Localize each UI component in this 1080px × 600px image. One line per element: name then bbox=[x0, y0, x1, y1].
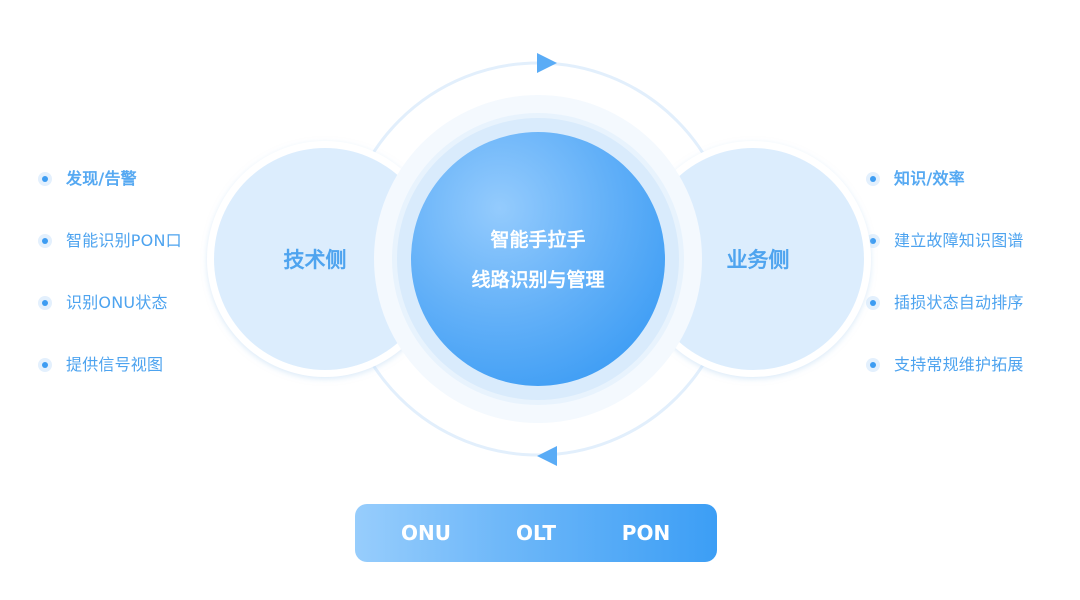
bullet-dot-icon bbox=[866, 358, 880, 372]
triangle-left-icon bbox=[537, 446, 557, 466]
network-elements-bar: ONU OLT PON bbox=[355, 504, 717, 562]
bar-item-onu: ONU bbox=[401, 521, 451, 545]
bar-item-pon: PON bbox=[621, 521, 671, 545]
list-item: 支持常规维护拓展 bbox=[866, 352, 1024, 414]
list-item-label: 提供信号视图 bbox=[66, 355, 164, 374]
business-side-label: 业务侧 bbox=[726, 248, 790, 272]
list-item: 知识/效率 bbox=[866, 166, 1024, 228]
bullet-dot-icon bbox=[38, 172, 52, 186]
center-circle bbox=[411, 132, 665, 386]
list-item-label: 识别ONU状态 bbox=[66, 293, 168, 312]
bar-item-olt: OLT bbox=[515, 521, 557, 545]
center-title-line2: 线路识别与管理 bbox=[471, 269, 605, 291]
technical-side-label: 技术侧 bbox=[283, 248, 347, 272]
list-item: 识别ONU状态 bbox=[38, 290, 182, 352]
bullet-dot-icon bbox=[38, 234, 52, 248]
bullet-dot-icon bbox=[38, 296, 52, 310]
technical-side-list: 发现/告警 智能识别PON口 识别ONU状态 提供信号视图 bbox=[38, 166, 182, 414]
list-item: 提供信号视图 bbox=[38, 352, 182, 414]
list-item-label: 支持常规维护拓展 bbox=[894, 355, 1024, 374]
business-side-list: 知识/效率 建立故障知识图谱 插损状态自动排序 支持常规维护拓展 bbox=[866, 166, 1024, 414]
bullet-dot-icon bbox=[866, 172, 880, 186]
triangle-right-icon bbox=[537, 53, 557, 73]
list-item-label: 智能识别PON口 bbox=[66, 231, 182, 250]
list-item: 发现/告警 bbox=[38, 166, 182, 228]
center-title-line1: 智能手拉手 bbox=[490, 229, 586, 251]
list-item-label: 插损状态自动排序 bbox=[894, 293, 1024, 312]
left-circle bbox=[207, 141, 443, 377]
list-item-label: 知识/效率 bbox=[894, 169, 965, 188]
list-item-label: 发现/告警 bbox=[66, 169, 137, 188]
list-item: 智能识别PON口 bbox=[38, 228, 182, 290]
bullet-dot-icon bbox=[866, 296, 880, 310]
list-item: 插损状态自动排序 bbox=[866, 290, 1024, 352]
bullet-dot-icon bbox=[38, 358, 52, 372]
right-circle bbox=[635, 141, 871, 377]
list-item-label: 建立故障知识图谱 bbox=[894, 231, 1024, 250]
